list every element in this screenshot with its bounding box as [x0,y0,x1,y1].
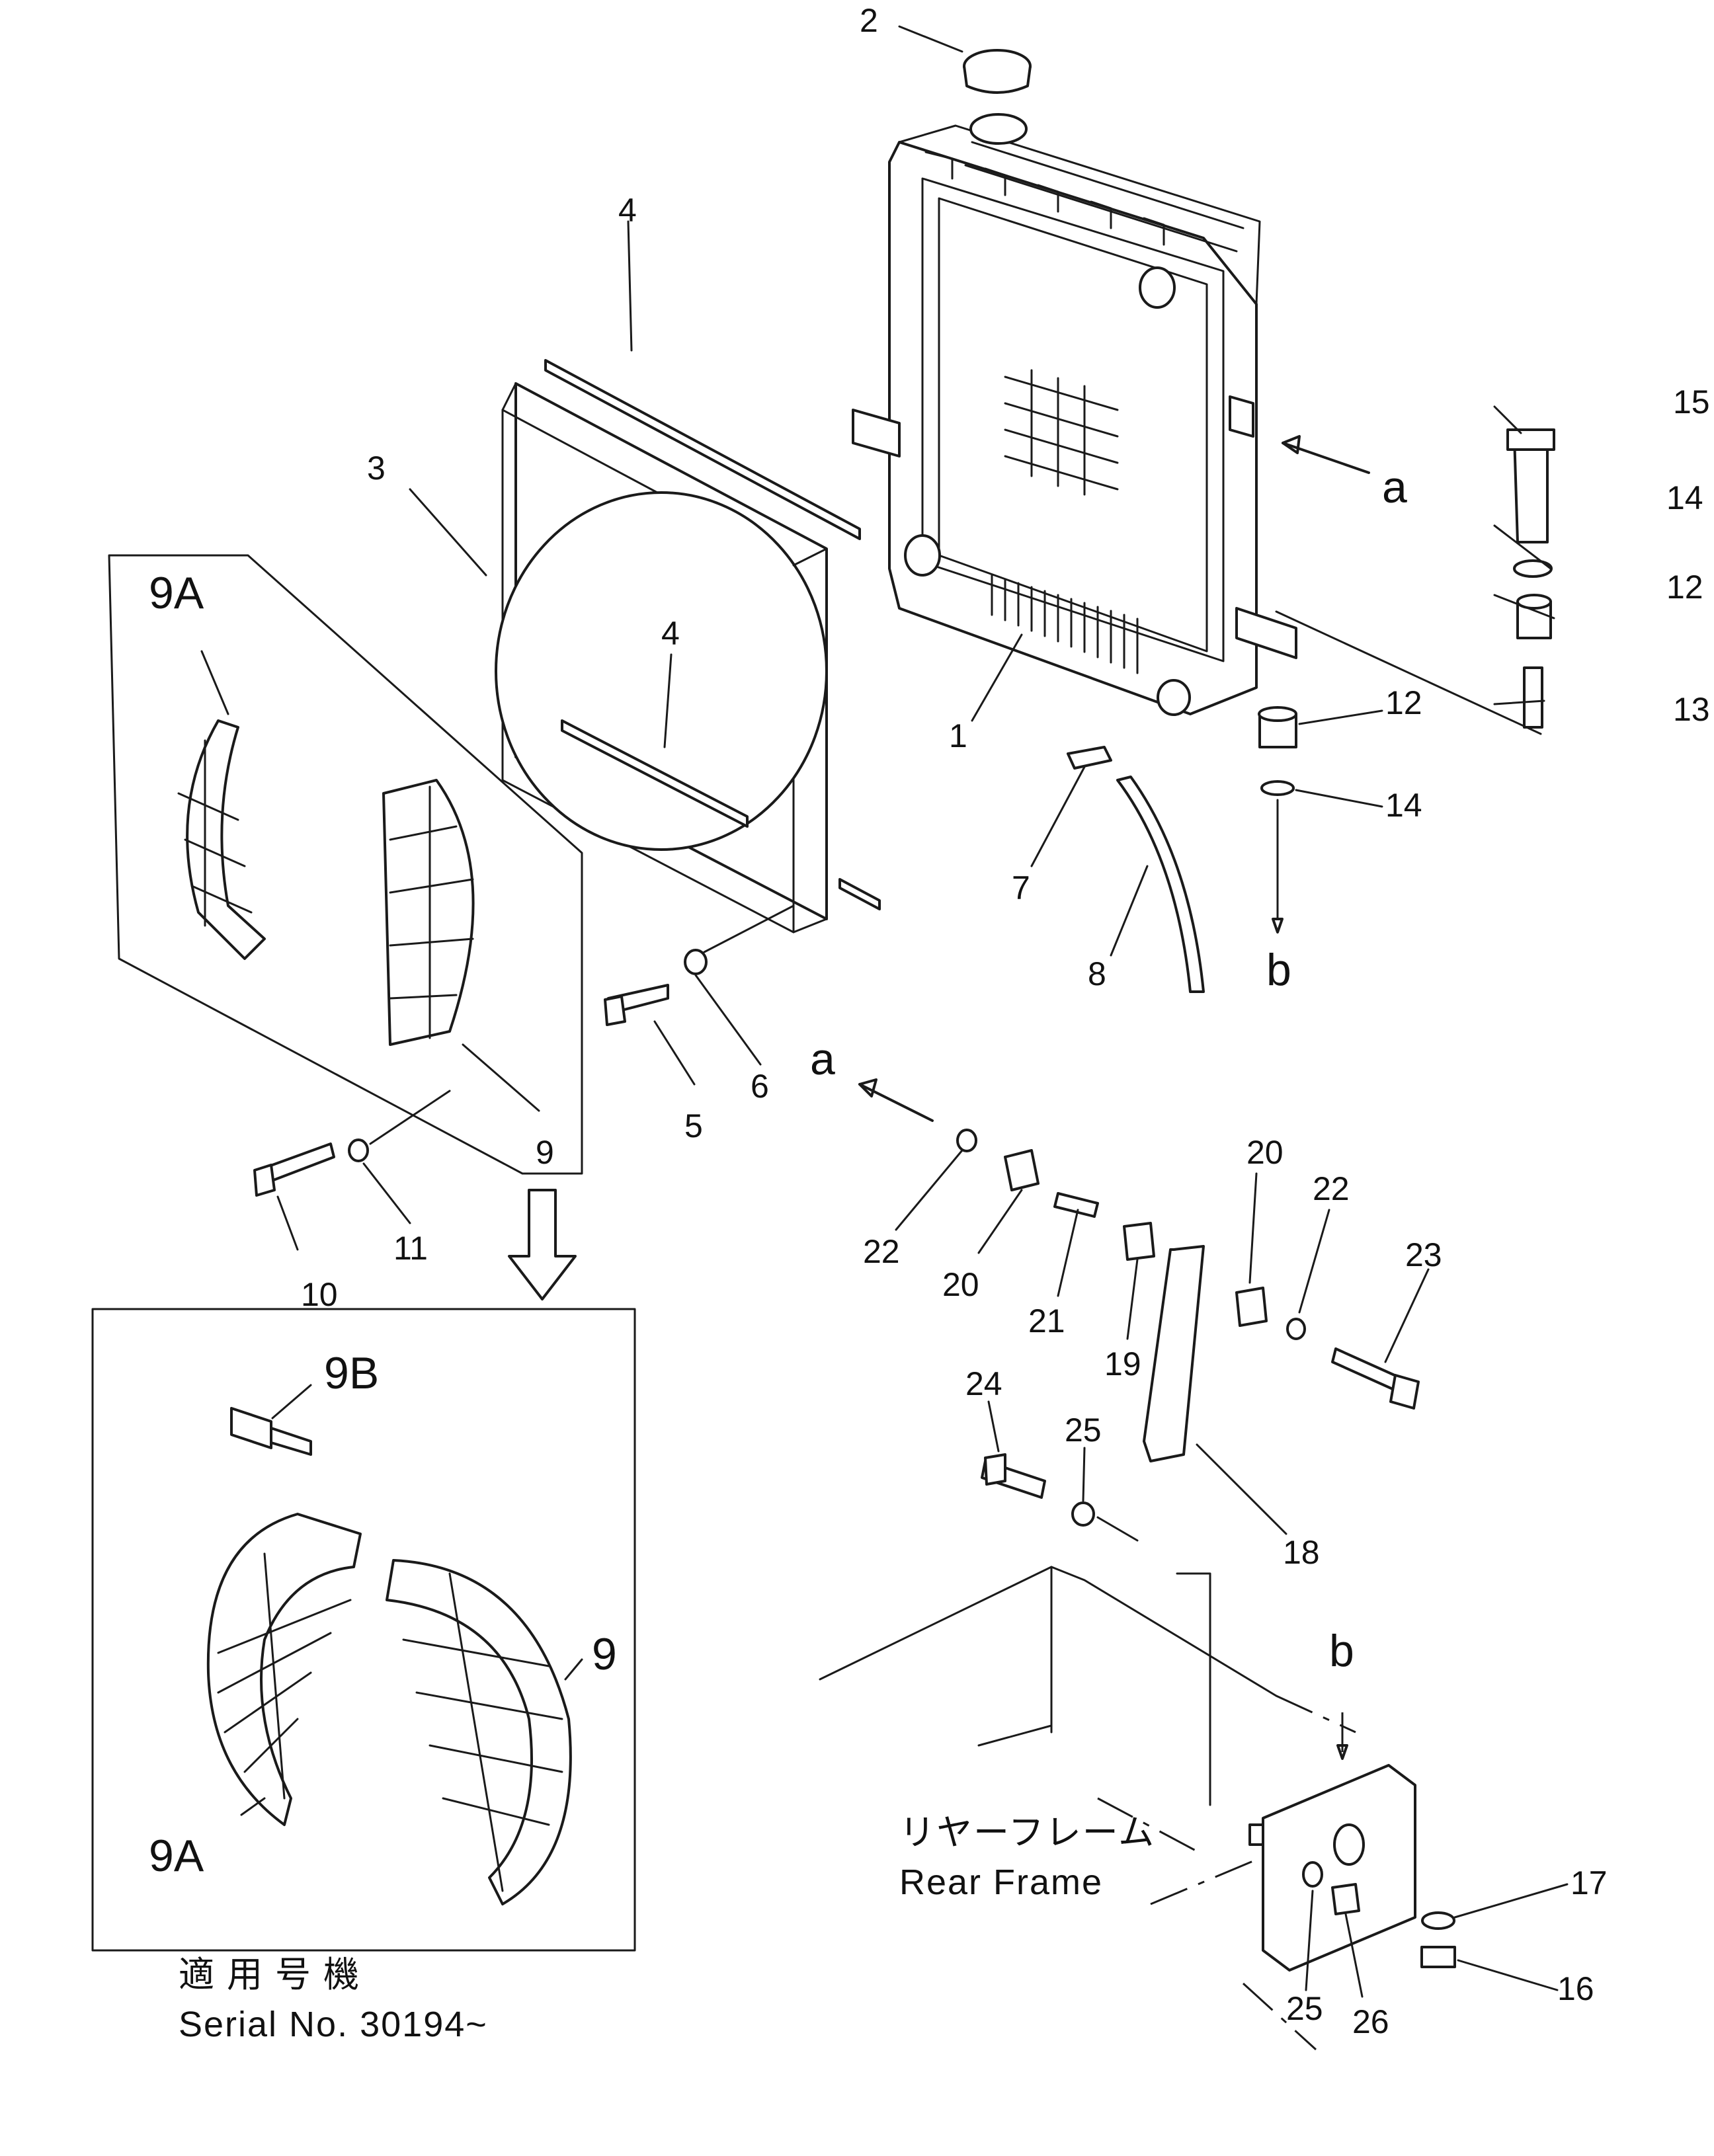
rear-frame [819,1566,1456,2051]
callout-16: 16 [1557,1970,1594,2007]
support-bracket [981,1245,1211,1806]
callout-21: 21 [1028,1302,1065,1339]
callout-19: 19 [1104,1345,1141,1382]
callout-9B: 9B [324,1348,379,1398]
down-arrow-icon [508,1189,577,1300]
callout-9-panel: 9 [536,1134,554,1171]
fan-shroud [495,382,828,934]
callout-18: 18 [1283,1534,1320,1571]
callout-3: 3 [367,450,386,487]
callout-20-right: 20 [1246,1134,1284,1171]
callout-17: 17 [1571,1864,1608,1901]
reference-arrows [858,435,1370,1760]
callout-4-top: 4 [618,192,637,229]
serial-note-jp: 適 用 号 機 [179,1955,360,1995]
callout-10: 10 [301,1276,338,1313]
callout-11: 11 [393,1230,428,1267]
seal-strips [544,359,881,910]
callout-4-mid: 4 [661,615,680,652]
callout-25-lower: 25 [1286,1990,1323,2027]
hardware-left [253,904,795,1197]
callout-6: 6 [751,1068,769,1105]
reference-letters: a b a b [810,462,1407,1676]
callout-9A-inset: 9A [149,1831,204,1881]
rear-frame-en: Rear Frame [899,1862,1103,1902]
callout-14-top: 14 [1666,479,1703,516]
callout-9-inset: 9 [592,1629,617,1679]
ref-a-row: a [810,1034,835,1084]
ref-b-frame: b [1329,1626,1354,1676]
callout-2: 2 [860,2,878,39]
callout-12-mid: 12 [1385,684,1422,721]
callout-labels: 2 4 3 4 1 15 14 12 13 12 14 7 8 5 6 9 10… [149,2,1710,2040]
radiator-cap [963,49,1032,94]
callout-15: 15 [1673,383,1710,420]
mount-row [956,1129,1420,1410]
radiator-assembly [852,113,1297,716]
ref-b-mount: b [1266,945,1291,995]
serial-inset-frame [91,1308,636,1952]
callout-24: 24 [965,1365,1002,1402]
callout-25-upper: 25 [1065,1412,1102,1449]
fan-guard-panel [108,554,583,1175]
callout-22-left: 22 [863,1233,900,1270]
callout-26: 26 [1352,2003,1389,2040]
hose-and-clamp [1067,746,1205,993]
callout-8: 8 [1088,955,1106,992]
callout-22-right: 22 [1313,1170,1350,1207]
callout-5: 5 [684,1107,703,1144]
leader-lines [200,25,1569,1998]
callout-14-mid: 14 [1385,787,1422,824]
serial-note-en: Serial No. 30194~ [179,2005,488,2044]
frame-label: リヤーフレーム Rear Frame [899,1813,1155,1902]
callout-13: 13 [1673,691,1710,728]
callout-12-top: 12 [1666,569,1703,606]
mount-stack-right [1258,428,1555,881]
serial-note: 適 用 号 機 Serial No. 30194~ [179,1955,488,2044]
callout-20-left: 20 [942,1266,979,1303]
callout-7: 7 [1012,869,1030,906]
rear-frame-jp: リヤーフレーム [899,1813,1155,1853]
ref-a-radiator: a [1382,462,1407,512]
callout-9A-panel: 9A [149,568,204,618]
callout-23: 23 [1405,1236,1442,1273]
callout-1: 1 [949,717,967,754]
